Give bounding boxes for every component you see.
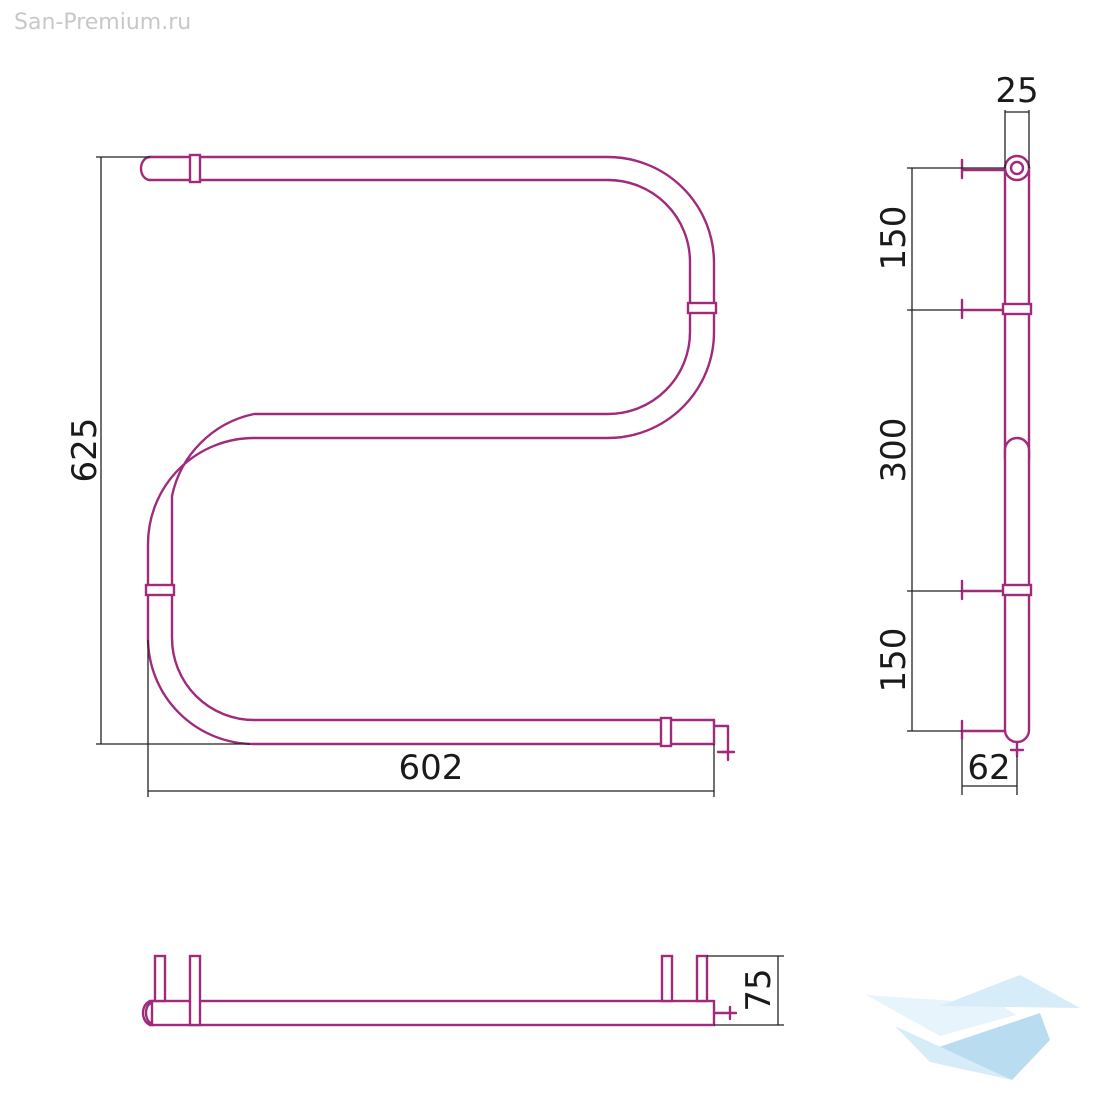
side-view: [960, 154, 1033, 758]
front-pipe-inner: [148, 178, 716, 722]
top-bracket-2: [188, 954, 202, 1027]
front-clamp-bottom: [659, 716, 673, 748]
top-bracket-1: [153, 954, 167, 1003]
dim-label-pipe-diameter: 25: [995, 71, 1038, 111]
side-dimensions: 150 300 150 25 62: [874, 71, 1039, 795]
front-dimensions: 625 602: [65, 156, 715, 797]
front-end-cap-top: [139, 155, 152, 182]
top-view: [141, 954, 738, 1027]
top-rail: [148, 999, 716, 1027]
side-clamp-lower: [1001, 583, 1033, 597]
dim-label-side-top: 150: [874, 206, 914, 271]
front-clamp-top: [188, 153, 202, 184]
front-view: [139, 153, 736, 762]
front-outlet-fitting: [712, 724, 730, 754]
front-clamp-right: [686, 301, 718, 315]
top-rail-end-inner: [144, 1001, 154, 1025]
logo-tail: [895, 1026, 1012, 1080]
dim-label-wall-depth: 62: [967, 748, 1010, 788]
side-rail-top-inner: [1009, 160, 1025, 176]
dim-label-width: 602: [399, 748, 464, 788]
dim-label-top-depth: 75: [739, 968, 779, 1011]
watermark-text: San-Premium.ru: [14, 10, 192, 35]
front-pipe-outer: [146, 155, 716, 746]
side-rail-top-circle: [1003, 154, 1031, 182]
side-clamp-upper: [1001, 302, 1033, 316]
logo-wing-top: [940, 975, 1080, 1008]
top-rail-end-cap: [141, 999, 154, 1027]
dim-label-side-bottom: 150: [874, 628, 914, 693]
brand-logo: [866, 975, 1080, 1080]
dim-label-side-middle: 300: [874, 418, 914, 483]
logo-body: [930, 1013, 1050, 1080]
top-bracket-3: [660, 954, 674, 1003]
top-dimensions: 75: [707, 955, 784, 1026]
dim-label-height: 625: [65, 418, 105, 483]
front-clamp-left: [144, 583, 176, 597]
top-bracket-4: [695, 954, 709, 1003]
